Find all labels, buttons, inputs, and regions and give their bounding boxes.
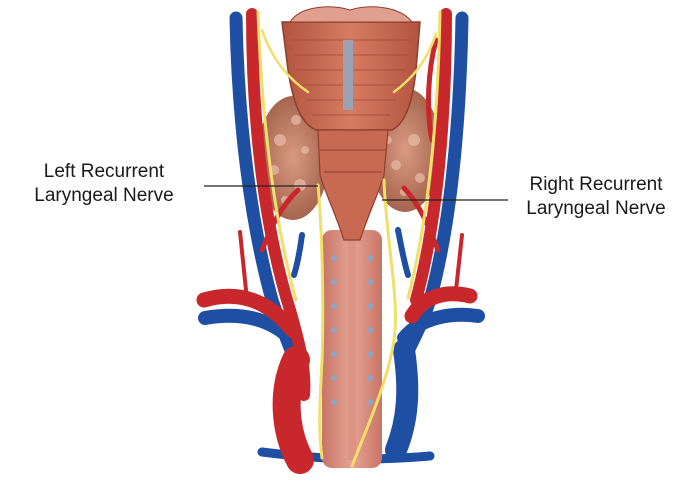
median-raphe xyxy=(343,40,353,110)
thyroid-vein xyxy=(294,235,302,275)
left-recurrent-laryngeal-nerve-label: Left Recurrent Laryngeal Nerve xyxy=(14,160,194,208)
aortic-arch xyxy=(287,360,300,460)
right-vertebral-branch xyxy=(456,235,462,290)
epiglottis-top xyxy=(290,7,412,22)
right-recurrent-laryngeal-nerve-label: Right Recurrent Laryngeal Nerve xyxy=(510,173,682,221)
right-label-line2: Laryngeal Nerve xyxy=(510,197,682,221)
left-label-line2: Laryngeal Nerve xyxy=(14,184,194,208)
trachea xyxy=(322,230,382,468)
thyroid-vein-right xyxy=(398,230,408,275)
left-vertebral-branch xyxy=(240,232,246,290)
cricothyroid-muscle xyxy=(318,130,388,240)
left-label-line1: Left Recurrent xyxy=(14,160,194,184)
brachiocephalic-vein xyxy=(396,350,407,450)
right-label-line1: Right Recurrent xyxy=(510,173,682,197)
